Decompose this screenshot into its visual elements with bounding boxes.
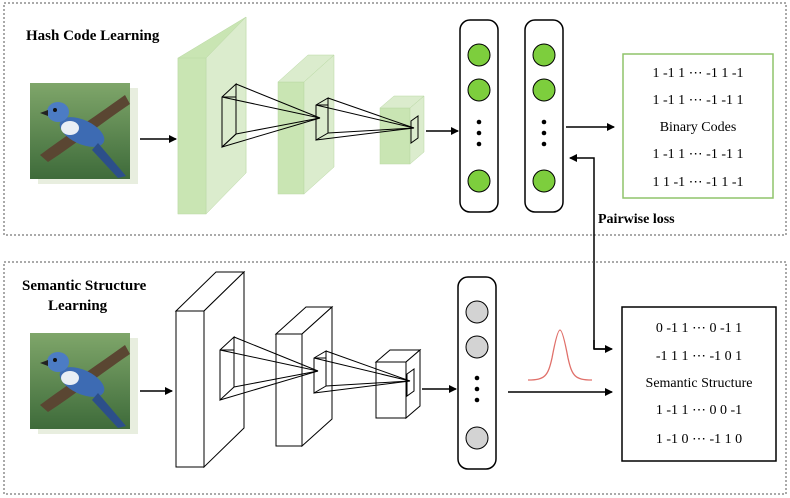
fc-layer-2-top xyxy=(524,19,564,213)
cnn-layer-2-bottom xyxy=(274,305,334,448)
cnn-layer-2-top xyxy=(277,54,335,195)
semantic-structure-label: Semantic Structure xyxy=(646,376,753,391)
pairwise-loss-label: Pairwise loss xyxy=(598,212,675,227)
binary-code-row-1: 1 -1 1 ⋯ -1 1 -1 xyxy=(653,66,744,81)
bird-image-bottom xyxy=(30,333,138,434)
semantic-row-1: 0 -1 1 ⋯ 0 -1 1 xyxy=(656,321,742,336)
cnn-layer-3-bottom xyxy=(374,348,422,420)
hash-code-learning-panel xyxy=(3,2,787,236)
semantic-row-3: 1 -1 1 ⋯ 0 0 -1 xyxy=(656,403,742,418)
semantic-row-2: -1 1 1 ⋯ -1 0 1 xyxy=(656,349,742,364)
cnn-layer-3-top xyxy=(379,95,425,165)
fc-layer-1-top xyxy=(459,19,499,213)
conv-kernel-lines-bottom xyxy=(219,335,415,402)
fc-layer-bottom xyxy=(457,276,497,470)
cnn-layer-1-bottom xyxy=(174,270,246,469)
gaussian-curve xyxy=(527,329,593,381)
binary-code-row-3: 1 -1 1 ⋯ -1 -1 1 xyxy=(653,147,744,162)
bird-image-top xyxy=(30,83,138,184)
binary-code-row-4: 1 1 -1 ⋯ -1 1 -1 xyxy=(653,175,744,190)
binary-code-row-2: 1 -1 1 ⋯ -1 -1 1 xyxy=(653,93,744,108)
semantic-structure-title-line1: Semantic Structure xyxy=(22,278,147,294)
semantic-structure-learning-panel xyxy=(3,261,787,495)
pairwise-loss-connector xyxy=(569,154,610,350)
semantic-row-4: 1 -1 0 ⋯ -1 1 0 xyxy=(656,432,742,447)
hash-code-learning-title: Hash Code Learning xyxy=(26,28,160,44)
conv-kernel-lines-top xyxy=(221,82,419,149)
cnn-layer-1-top xyxy=(177,16,247,215)
binary-codes-box xyxy=(622,53,774,199)
semantic-structure-title-line2: Learning xyxy=(48,298,108,314)
binary-codes-label: Binary Codes xyxy=(660,120,737,135)
semantic-structure-box xyxy=(621,306,777,462)
